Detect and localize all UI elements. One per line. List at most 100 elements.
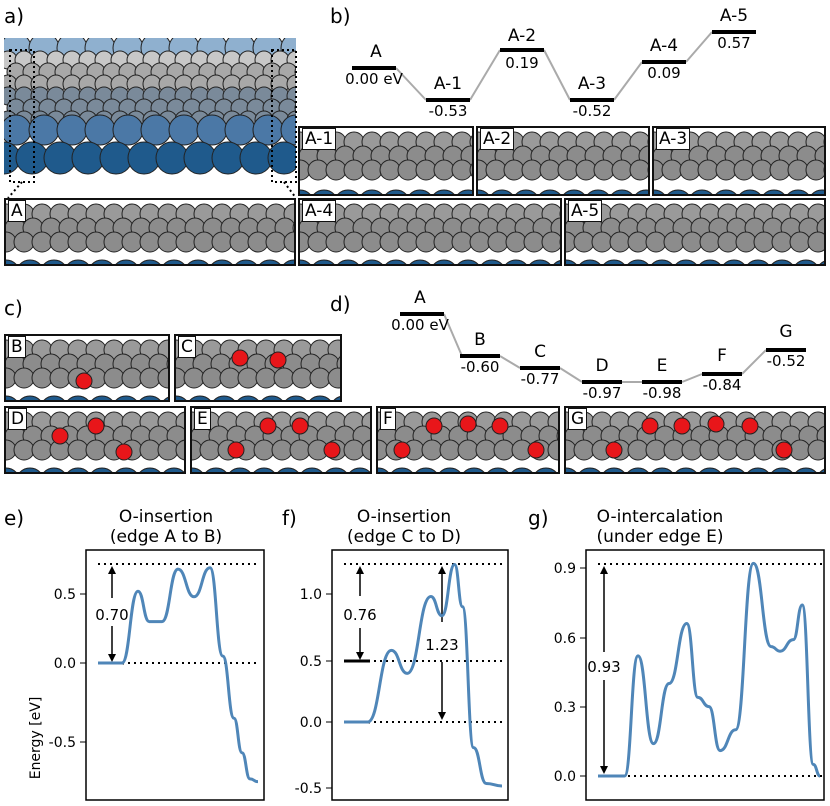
snapshot-A-5: A-5: [564, 198, 826, 266]
carbon-atom: [521, 159, 543, 181]
plot-e-title-line1: O-insertion: [118, 507, 214, 527]
substrate-atom: [6, 395, 17, 400]
substrate-atom: [603, 467, 625, 472]
carbon-atom: [807, 439, 824, 461]
carbon-atom: [559, 210, 560, 218]
substrate-atom: [654, 189, 665, 194]
snapshot-E: E: [190, 406, 372, 474]
snapshot-label: A-2: [480, 128, 515, 150]
substrate-atom: [391, 467, 413, 472]
carbon-atom: [361, 159, 383, 181]
carbon-atom: [575, 159, 597, 181]
substrate-atom: [139, 467, 161, 472]
substrate-atom: [675, 259, 697, 264]
carbon-atom: [439, 439, 461, 461]
substrate-atom: [115, 467, 137, 472]
oxygen-atom: [75, 372, 93, 390]
carbon-atom: [751, 159, 773, 181]
carbon-atom: [557, 159, 579, 181]
plot-g-title-line2: (under edge E): [596, 527, 724, 547]
carbon-atom: [175, 439, 184, 461]
ytick-label: 0.0: [554, 769, 576, 785]
substrate-atom: [787, 189, 809, 194]
level-energy: -0.60: [460, 358, 500, 376]
substrate-atom: [229, 467, 251, 472]
substrate-atom: [691, 189, 713, 194]
substrate-atom: [566, 467, 577, 472]
carbon-atom: [13, 231, 35, 253]
energy-diagram-d-connectors: [443, 313, 767, 383]
substrate-atom: [205, 467, 227, 472]
substrate-atom: [337, 189, 359, 194]
substrate-atom: [370, 468, 372, 474]
snapshot-A-3: A-3: [652, 126, 826, 196]
ytick-label: 0.5: [300, 654, 322, 670]
substrate-atom: [667, 189, 689, 194]
carbon-atom: [485, 159, 507, 181]
substrate-atom: [535, 467, 557, 472]
panel-label-d: d): [330, 292, 351, 316]
level-energy: -0.52: [766, 352, 806, 370]
arrow-head: [438, 712, 446, 720]
carbon-atom: [733, 159, 755, 181]
oxygen-atom: [87, 417, 105, 435]
carbon-atom: [211, 231, 233, 253]
plot-f-title-line2: (edge C to D): [346, 527, 461, 547]
carbon-atom: [681, 439, 703, 461]
substrate-atom: [795, 259, 817, 264]
oxygen-atom: [231, 349, 249, 367]
panel-label-e: e): [4, 506, 25, 530]
carbon-atom: [469, 135, 472, 149]
oxygen-atom: [741, 417, 759, 435]
carbon-atom: [166, 358, 168, 370]
snapshot-label: A-3: [656, 128, 691, 150]
level-C: [520, 366, 560, 370]
carbon-atom: [573, 439, 595, 461]
carbon-atom: [13, 439, 35, 461]
substrate-atom: [505, 259, 527, 264]
snapshot-A: A: [4, 198, 296, 266]
carbon-atom: [361, 439, 370, 461]
snapshot-label: A-5: [568, 200, 603, 222]
snapshot-label: A: [8, 200, 26, 222]
substrate-atom: [553, 260, 560, 264]
substrate-atom: [715, 189, 737, 194]
oxygen-atom: [115, 443, 133, 461]
plot-g-title: O-intercalation (under edge E): [560, 507, 760, 547]
substrate-atom: [433, 189, 455, 194]
substrate-atom: [515, 189, 537, 194]
substrate-atom: [235, 259, 257, 264]
oxygen-atom: [673, 417, 691, 435]
substrate-atom: [487, 467, 509, 472]
carbon-atom: [679, 159, 701, 181]
atom: [267, 141, 296, 175]
carbon-atom: [343, 159, 365, 181]
level-energy: 0.19: [505, 54, 539, 72]
substrate-atom: [300, 259, 311, 264]
snapshot-label: A-1: [302, 128, 337, 150]
substrate-atom: [385, 189, 407, 194]
substrate-atom: [747, 259, 769, 264]
substrate-atom: [115, 395, 137, 400]
carbon-atom: [647, 166, 648, 174]
snapshot-C: C: [174, 334, 342, 402]
substrate-atom: [579, 259, 601, 264]
carbon-atom: [139, 231, 161, 253]
plot-e-ylabel: Energy [eV]: [28, 697, 44, 780]
substrate-atom: [163, 467, 184, 472]
plot-f-title: O-insertion (edge C to D): [304, 507, 504, 547]
carbon-atom: [627, 231, 649, 253]
substrate-atom: [723, 259, 745, 264]
barrier-label: 0.76: [343, 606, 376, 624]
level-A-2: [500, 48, 544, 52]
carbon-atom: [397, 159, 419, 181]
carbon-atom: [361, 231, 383, 253]
barrier-label: 0.70: [95, 606, 128, 624]
level-name: E: [656, 356, 668, 376]
substrate-atom: [529, 259, 551, 264]
carbon-atom: [157, 367, 168, 389]
snapshot-G: G: [564, 406, 826, 474]
carbon-atom: [807, 231, 824, 253]
carbon-atom: [457, 439, 479, 461]
carbon-atom: [307, 159, 329, 181]
